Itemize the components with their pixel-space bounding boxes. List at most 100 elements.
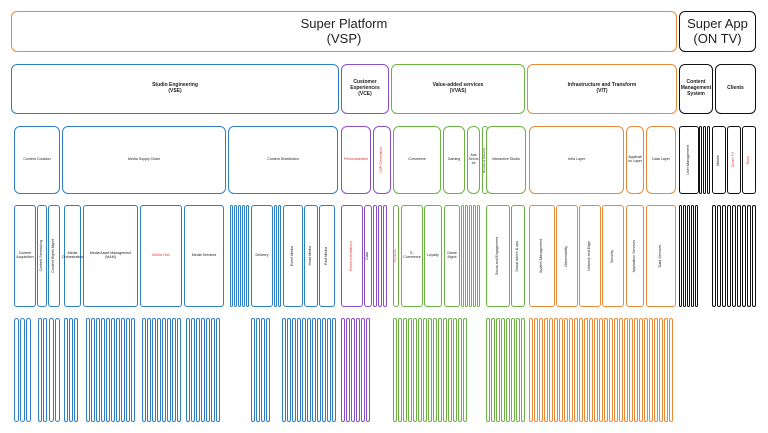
capability-content-distribution-label: Content Distribution [267, 157, 299, 162]
microservice-strip [14, 318, 19, 422]
service-content-acquisition: Content Acquisition [14, 205, 36, 307]
capability-media-supply-chain: Media Supply Chain [62, 126, 226, 194]
service-substrip [378, 205, 382, 307]
service-substrip [373, 205, 377, 307]
domain-studio-engineering: Studio Engineering (VSE) [11, 64, 339, 114]
capability-substrip [703, 126, 706, 194]
service-game-mgmt-label: Game Mgmt [447, 251, 457, 259]
microservice-strip [322, 318, 326, 422]
service-substrip [679, 205, 682, 307]
super-app-header: Super App (ON TV) [679, 11, 756, 52]
service-delivery: Delivery [251, 205, 273, 307]
service-ecommerce-line1: E- [410, 251, 414, 256]
microservice-strip [549, 318, 553, 422]
service-recommendations: Recommendations [341, 205, 363, 307]
microservice-strip [398, 318, 402, 422]
service-event-media: Event Media [283, 205, 303, 307]
capability-media-supply-chain-label: Media Supply Chain [127, 157, 161, 162]
capability-user-management: User Management [679, 126, 699, 194]
microservice-strip [649, 318, 653, 422]
microservice-strip [69, 318, 73, 422]
microservice-strip [534, 318, 538, 422]
microservice-strip [20, 318, 25, 422]
domain-cms-line1: Content [686, 79, 706, 86]
microservice-strip [664, 318, 668, 422]
microservice-strip [579, 318, 583, 422]
service-substrip [383, 205, 387, 307]
capability-gaming-label: Gaming [447, 157, 461, 162]
service-substrip [691, 205, 694, 307]
microservice-strip [516, 318, 520, 422]
microservice-strip [126, 318, 130, 422]
capability-smart-tv: Smart TV [727, 126, 741, 194]
service-substrip [712, 205, 716, 307]
microservice-strip [453, 318, 457, 422]
microservice-strip [307, 318, 311, 422]
domain-clients: Clients [715, 64, 756, 114]
service-media-hub: Media Hub [140, 205, 182, 307]
service-observability: Observability [556, 205, 578, 307]
microservice-strip [327, 318, 331, 422]
microservice-strip [458, 318, 462, 422]
microservice-strip [266, 318, 270, 422]
capability-substrip [707, 126, 710, 194]
domain-infra-label: Infrastructure and Transform [567, 82, 637, 89]
capability-application-layer: Applicati on Layer [626, 126, 644, 194]
microservice-strip [121, 318, 125, 422]
service-media-orchestration-label: Media Orchestration [61, 251, 84, 259]
domain-studio-abbrev: (VSE) [168, 88, 182, 94]
service-substrip [234, 205, 237, 307]
microservice-strip [423, 318, 427, 422]
microservice-strip [629, 318, 633, 422]
microservice-strip [172, 318, 176, 422]
service-social-engagement: Social and Engagement [486, 205, 510, 307]
service-substrip [469, 205, 472, 307]
domain-customer-label: Customer Experiences [350, 79, 380, 92]
microservice-strip [428, 318, 432, 422]
super-app-title: Super App [687, 15, 748, 31]
service-substrip [752, 205, 756, 307]
capability-content-curation-label: Content Curation [23, 157, 51, 162]
service-substrip [230, 205, 233, 307]
microservice-strip [463, 318, 467, 422]
microservice-strip [393, 318, 397, 422]
service-system-management: System Management [529, 205, 555, 307]
microservice-strip [196, 318, 200, 422]
microservice-strip [544, 318, 548, 422]
service-game-mgmt: Game Mgmt [444, 205, 460, 307]
service-substrip [242, 205, 245, 307]
microservice-strip [186, 318, 190, 422]
microservice-strip [644, 318, 648, 422]
super-platform-title: Super Platform [300, 15, 388, 31]
service-substrip [732, 205, 736, 307]
domain-clients-label: Clients [727, 85, 744, 92]
service-paid-media: Paid Media [319, 205, 335, 307]
domain-cms-line3: System [687, 90, 705, 97]
microservice-strip [361, 318, 365, 422]
microservice-strip [594, 318, 598, 422]
service-media-asset-management: Media Asset Management (MAM) [83, 205, 138, 307]
service-ecommerce: E- Commerce [401, 205, 423, 307]
microservice-strip [614, 318, 618, 422]
microservice-strip [201, 318, 205, 422]
service-loyalty: Loyalty [424, 205, 442, 307]
capability-commerce: Commerce [393, 126, 441, 194]
microservice-strip [408, 318, 412, 422]
microservice-strip [659, 318, 663, 422]
microservice-strip [74, 318, 78, 422]
service-application-services: Application Services [626, 205, 644, 307]
capability-roku: Roku [742, 126, 756, 194]
capability-personalization: Personalization [341, 126, 371, 194]
capability-data-layer-label: Data Layer [652, 157, 670, 162]
microservice-strip [506, 318, 510, 422]
microservice-strip [43, 318, 47, 422]
domain-infrastructure-transform: Infrastructure and Transform (VIT) [527, 64, 677, 114]
capability-ads-services: Ads Servic es [467, 126, 480, 194]
microservice-strip [317, 318, 321, 422]
microservice-strip [64, 318, 68, 422]
microservice-strip [491, 318, 495, 422]
microservice-strip [418, 318, 422, 422]
microservice-strip [55, 318, 60, 422]
microservice-strip [529, 318, 533, 422]
